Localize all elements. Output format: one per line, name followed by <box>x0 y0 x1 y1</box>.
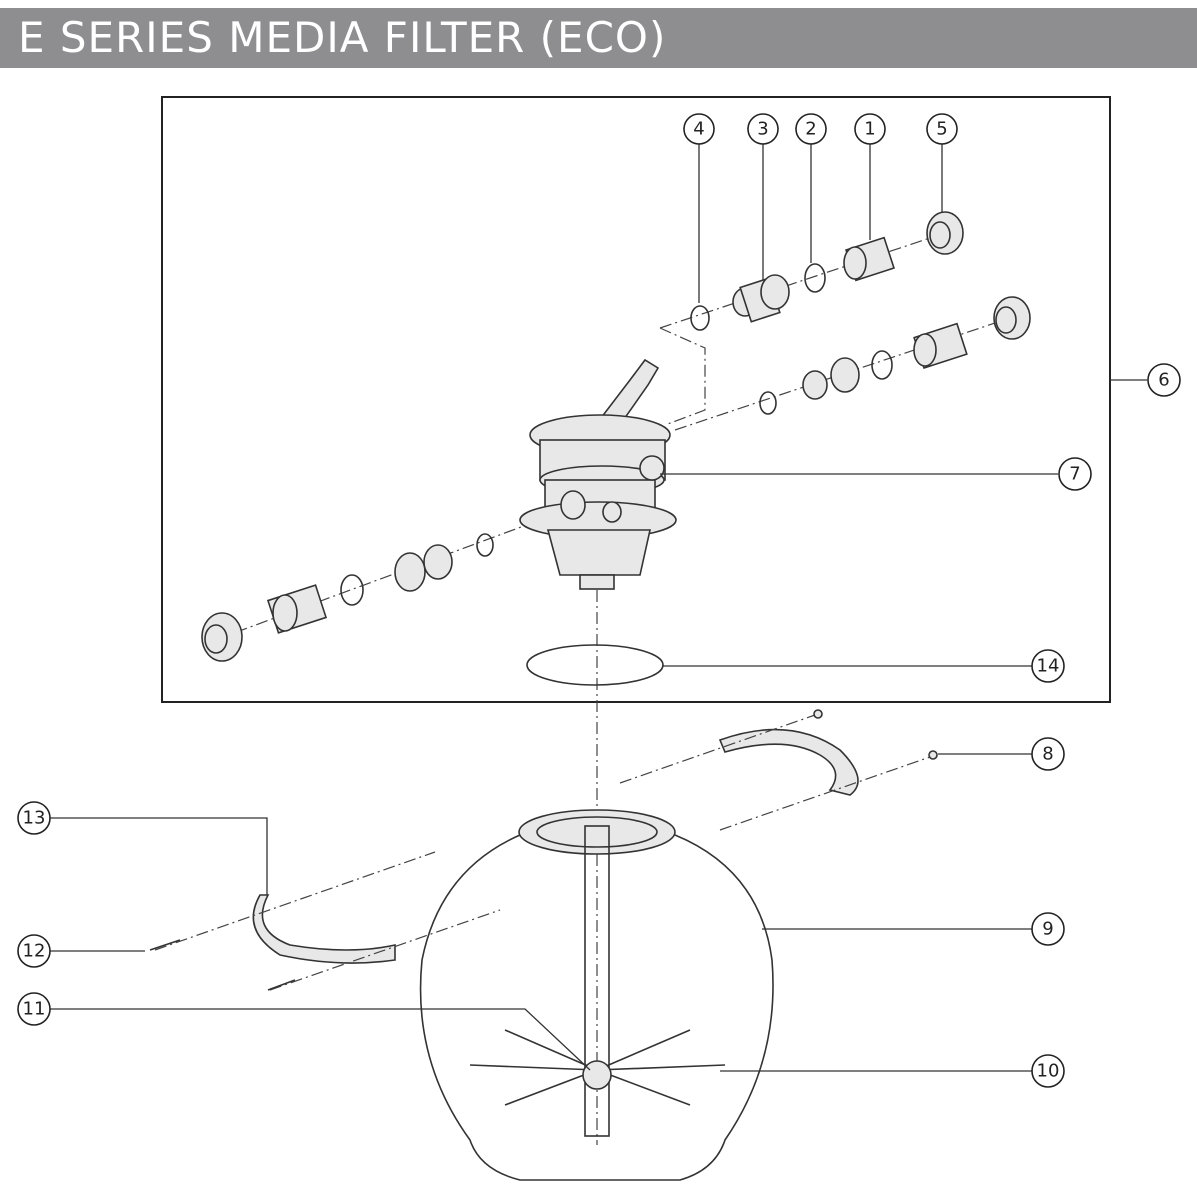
svg-text:1: 1 <box>864 119 875 140</box>
fitting-axis-bend <box>659 327 706 426</box>
nut-8a <box>813 709 823 719</box>
svg-text:10: 10 <box>1037 1061 1060 1082</box>
callout-13: 13 <box>17 801 51 835</box>
callout-2: 2 <box>795 113 827 145</box>
clamp-upper <box>718 728 859 796</box>
nut-8 <box>928 750 938 760</box>
callout-7: 7 <box>1058 457 1092 491</box>
svg-text:6: 6 <box>1158 370 1169 391</box>
leader-11 <box>50 1008 591 1071</box>
page-title: E SERIES MEDIA FILTER (ECO) <box>18 13 667 62</box>
clamp-axis-d <box>269 909 501 991</box>
svg-text:11: 11 <box>23 999 46 1020</box>
title-bar: E SERIES MEDIA FILTER (ECO) <box>0 8 1197 68</box>
clamp-axis-a <box>619 714 816 784</box>
o-ring-4 <box>690 305 710 331</box>
leader-13 <box>50 817 268 895</box>
callout-4: 4 <box>683 113 715 145</box>
union-nut-right <box>993 296 1031 340</box>
svg-text:3: 3 <box>757 119 768 140</box>
union-nut-left <box>201 612 243 662</box>
o-ring-right-small <box>759 391 777 415</box>
callout-1: 1 <box>854 113 886 145</box>
clamp-13 <box>252 894 396 964</box>
fitting-axis-top <box>659 227 961 329</box>
tail-piece-left <box>394 544 453 592</box>
union-left <box>266 584 328 634</box>
filter-tank-9 <box>419 809 774 1181</box>
o-ring-right <box>871 350 893 380</box>
callout-3: 3 <box>747 113 779 145</box>
multiport-valve-7 <box>519 358 677 590</box>
o-ring-left <box>340 574 364 606</box>
svg-text:2: 2 <box>805 119 816 140</box>
callout-11: 11 <box>17 992 51 1026</box>
svg-text:12: 12 <box>23 941 46 962</box>
o-ring-left-small <box>476 533 494 557</box>
screw-12 <box>149 939 181 951</box>
svg-text:8: 8 <box>1042 744 1053 765</box>
callout-14: 14 <box>1031 649 1065 683</box>
laterals-10 <box>469 1029 726 1106</box>
standpipe <box>584 825 610 1137</box>
tail-piece-3 <box>732 274 790 323</box>
svg-text:5: 5 <box>936 119 947 140</box>
clamp-axis-c <box>154 851 436 951</box>
svg-text:13: 13 <box>23 808 46 829</box>
tail-piece-right <box>802 357 860 400</box>
callout-6: 6 <box>1147 363 1181 397</box>
union-nut-5 <box>926 211 964 255</box>
callout-10: 10 <box>1031 1054 1065 1088</box>
callout-8: 8 <box>1031 737 1065 771</box>
svg-text:14: 14 <box>1037 656 1060 677</box>
o-ring-2 <box>804 263 826 293</box>
clamp-axis-b <box>719 756 931 831</box>
svg-text:4: 4 <box>693 119 704 140</box>
svg-text:7: 7 <box>1069 464 1080 485</box>
svg-text:9: 9 <box>1042 919 1053 940</box>
callout-9: 9 <box>1031 912 1065 946</box>
union-right <box>913 322 968 370</box>
fitting-axis-left <box>214 519 541 641</box>
callout-5: 5 <box>926 113 958 145</box>
callout-12: 12 <box>17 934 51 968</box>
valve-assembly-box <box>161 96 1111 703</box>
screw-12b <box>267 979 296 991</box>
o-ring-14 <box>526 644 664 686</box>
union-1 <box>843 236 895 282</box>
